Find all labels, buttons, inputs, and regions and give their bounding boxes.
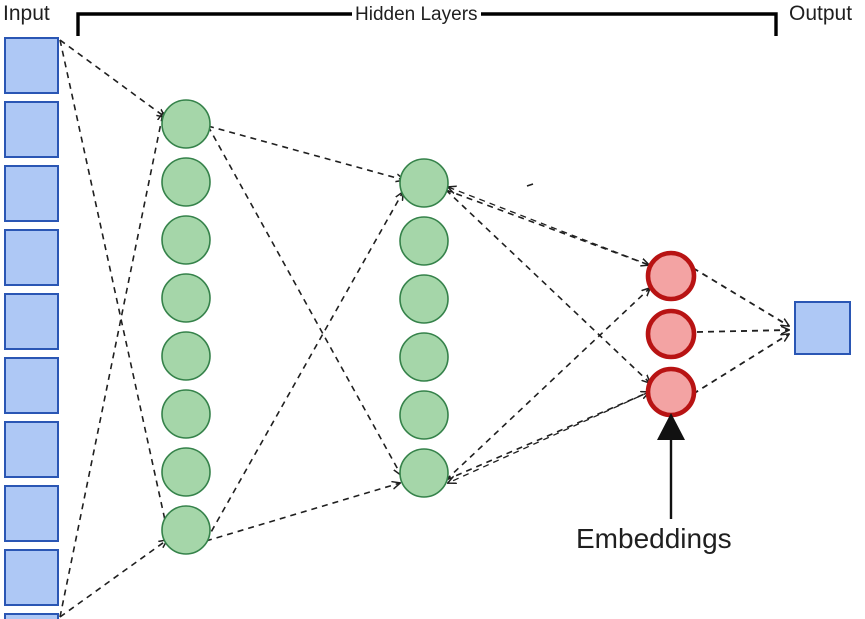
hidden-node[interactable] [399, 216, 449, 266]
edge-line [59, 113, 163, 618]
input-node[interactable] [4, 613, 59, 619]
edge-line [448, 187, 650, 266]
input-layer [4, 37, 59, 619]
edge-group-hidden2-to-embeddings [445, 187, 650, 483]
hidden-node[interactable] [399, 448, 449, 498]
input-node[interactable] [4, 421, 59, 478]
hidden-layers-label: Hidden Layers [352, 4, 481, 26]
output-layer [794, 301, 851, 355]
edge-line [207, 125, 401, 475]
embeddings-label: Embeddings [576, 523, 732, 554]
input-node[interactable] [4, 293, 59, 350]
edge-line [692, 267, 789, 326]
input-label: Input [3, 2, 50, 25]
edge-line [692, 334, 789, 395]
hidden-layer-2 [399, 158, 449, 498]
hidden-node[interactable] [399, 332, 449, 382]
hidden-node[interactable] [161, 215, 211, 265]
edge-group-input-to-hidden1 [59, 39, 168, 618]
hidden-node[interactable] [161, 505, 211, 555]
edge-group-embeddings-to-output [692, 267, 789, 395]
hidden-node[interactable] [399, 274, 449, 324]
edge-group-hidden1-to-hidden2 [205, 125, 404, 542]
edge-line [207, 125, 404, 180]
embedding-node[interactable] [645, 250, 697, 302]
input-node[interactable] [4, 357, 59, 414]
edge-line [696, 330, 789, 332]
output-label: Output [789, 2, 853, 25]
edge-line [205, 483, 400, 542]
edge-line [448, 391, 650, 483]
edge-line [445, 288, 650, 481]
hidden-node[interactable] [161, 447, 211, 497]
input-node[interactable] [4, 229, 59, 286]
input-node[interactable] [4, 165, 59, 222]
stray-dash-mark [526, 183, 534, 187]
embedding-node[interactable] [645, 308, 697, 360]
input-node[interactable] [4, 37, 59, 94]
output-node[interactable] [794, 301, 851, 355]
hidden-node[interactable] [399, 158, 449, 208]
hidden-node[interactable] [161, 157, 211, 207]
hidden-node[interactable] [161, 331, 211, 381]
hidden-node[interactable] [161, 389, 211, 439]
edge-line [445, 189, 650, 383]
input-node[interactable] [4, 485, 59, 542]
hidden-node[interactable] [399, 390, 449, 440]
hidden-node[interactable] [161, 273, 211, 323]
edge-line [205, 192, 403, 542]
hidden-node[interactable] [161, 99, 211, 149]
edge-line [445, 392, 649, 481]
input-node[interactable] [4, 101, 59, 158]
edge-line [59, 39, 168, 534]
input-node[interactable] [4, 549, 59, 606]
embedding-node[interactable] [645, 366, 697, 418]
embeddings-arrow-head [657, 413, 685, 440]
hidden-layer-1 [161, 99, 211, 555]
embedding-layer [645, 250, 697, 418]
embeddings-callout-arrow [657, 413, 685, 519]
